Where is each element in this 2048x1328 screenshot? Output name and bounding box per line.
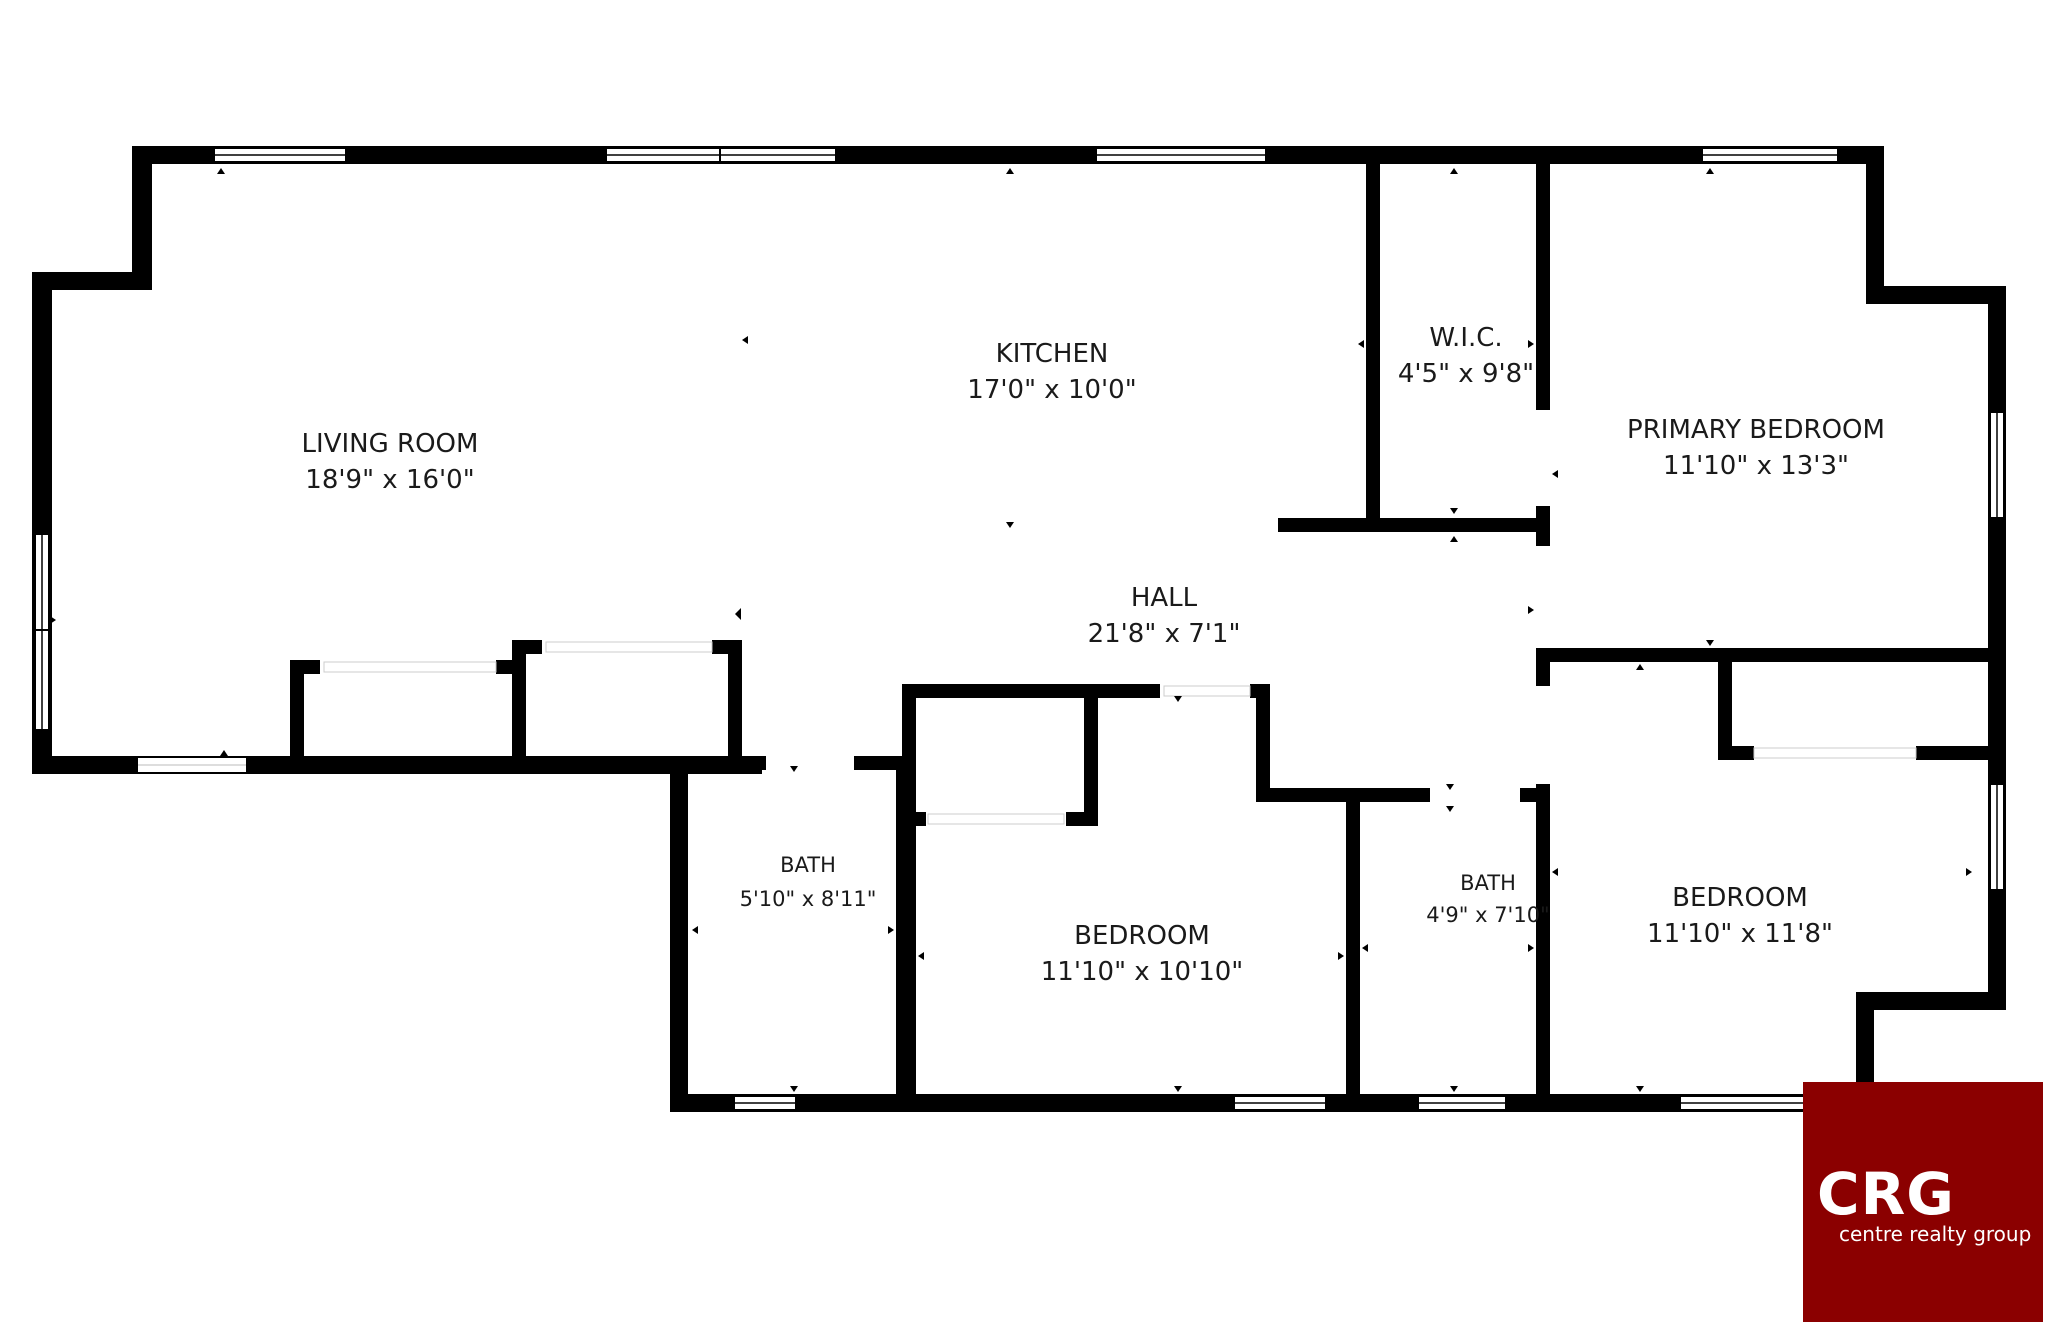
- crg-logo: CRG centre realty group: [1803, 1082, 2043, 1322]
- logo-mark: CRG: [1817, 1160, 1955, 1228]
- wic-dims: 4'5" x 9'8": [1398, 359, 1534, 389]
- bath-left-dims: 5'10" x 8'11": [740, 887, 877, 911]
- bedroom-right-name: BEDROOM: [1672, 883, 1808, 913]
- bedroom-middle-dims: 11'10" x 10'10": [1041, 957, 1243, 987]
- windows: [34, 147, 2005, 1111]
- kitchen-name: KITCHEN: [996, 339, 1109, 369]
- primary-bedroom-dims: 11'10" x 13'3": [1663, 451, 1849, 481]
- markers: [50, 168, 1972, 1092]
- primary-bedroom-name: PRIMARY BEDROOM: [1627, 415, 1885, 445]
- logo-tagline: centre realty group: [1839, 1222, 2032, 1246]
- living-room-dims: 18'9" x 16'0": [305, 465, 474, 495]
- hall-dims: 21'8" x 7'1": [1088, 619, 1241, 649]
- wic-name: W.I.C.: [1429, 323, 1502, 353]
- bath-right-dims: 4'9" x 7'10": [1426, 903, 1549, 927]
- room-labels: LIVING ROOM 18'9" x 16'0" KITCHEN 17'0" …: [302, 323, 1885, 987]
- bath-right-name: BATH: [1460, 871, 1516, 895]
- bedroom-middle-name: BEDROOM: [1074, 921, 1210, 951]
- hall-name: HALL: [1131, 583, 1198, 613]
- living-room-name: LIVING ROOM: [302, 429, 479, 459]
- bedroom-right-dims: 11'10" x 11'8": [1647, 919, 1833, 949]
- exterior-walls: [32, 146, 2006, 1112]
- bath-left-name: BATH: [780, 853, 836, 877]
- kitchen-dims: 17'0" x 10'0": [967, 375, 1136, 405]
- door-openings: [138, 410, 1917, 825]
- interior-walls: [290, 164, 1996, 1104]
